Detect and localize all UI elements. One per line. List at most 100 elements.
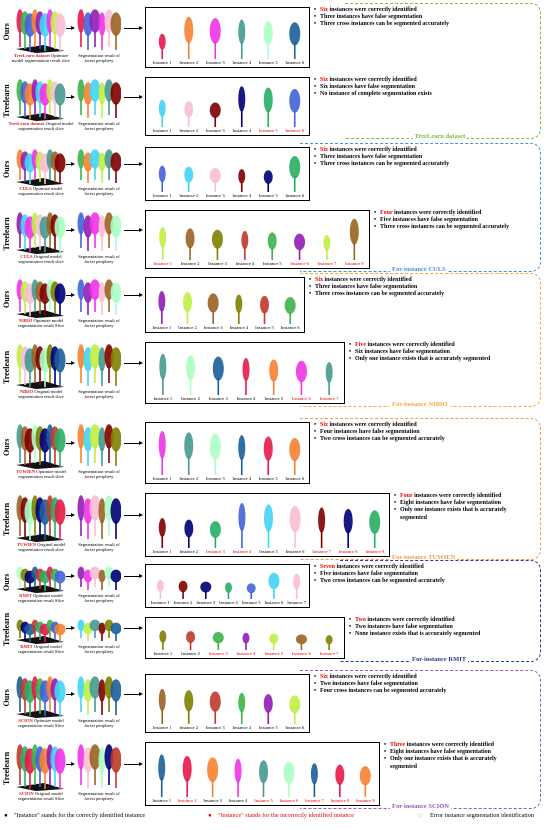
legend-correct-dot: ●: [4, 812, 8, 819]
note-item: Two instances were correctly identified: [349, 617, 514, 624]
instance-label: Instance 3: [203, 798, 222, 803]
dataset-name: TreeLearn dataset: [8, 121, 45, 126]
instance-label: Instance 5: [258, 725, 278, 730]
tree-point-cloud: [98, 282, 106, 315]
tree-point-cloud: [54, 216, 66, 252]
tree-point-cloud: [158, 430, 166, 475]
caption-text: Original model segmentation result Slice: [17, 791, 65, 802]
caption-text: Original model segmentation result Slice: [17, 644, 65, 655]
periphery-caption: Segmentation result of forest periphery: [78, 318, 120, 329]
tree-point-cloud: [186, 631, 196, 650]
note-item: Three instances have false segmentation: [309, 284, 514, 291]
caption-text: Optimize model segmentation result slice: [18, 469, 67, 480]
tree-point-cloud: [110, 498, 122, 539]
tree-point-cloud: [349, 218, 359, 260]
instance-label: Instance 5: [259, 549, 278, 554]
forest-slice-image: [14, 565, 66, 593]
instance-label: Instance 4: [236, 651, 256, 656]
note-count: Four: [400, 493, 413, 499]
tree-point-cloud: [263, 87, 273, 127]
tree-point-cloud: [207, 293, 219, 324]
tree-point-cloud: [359, 766, 371, 797]
periphery-caption: Segmentation result of forest periphery: [78, 791, 120, 802]
instance-label: Instance 5: [262, 261, 282, 266]
dataset-name: RMIT: [19, 593, 32, 598]
note-item: Six instances were correctly identified: [314, 77, 514, 84]
tree-point-cloud: [259, 760, 268, 797]
instance-label: Instance 8: [330, 798, 350, 803]
note-item: Three instances were correctly identifie…: [384, 742, 514, 749]
instance-label: Instance 5: [258, 128, 278, 133]
instance-label: Instance 3: [205, 725, 225, 730]
instance-label: Instance 2: [181, 651, 200, 656]
instance-label: Instance 2: [179, 725, 199, 730]
instance-label: Instance 8: [338, 549, 358, 554]
note-text: Only one instance exists that is accurat…: [400, 507, 507, 521]
tree-point-cloud: [325, 362, 333, 395]
note-count: Seven: [320, 564, 335, 570]
tree-point-cloud: [184, 519, 194, 548]
tree-point-cloud: [289, 695, 301, 724]
arrow-icon: [124, 513, 143, 517]
tree-point-cloud: [238, 86, 246, 127]
group-bracket: [300, 670, 541, 809]
slice-caption: TreeLearn dataset Optimize model segment…: [8, 53, 74, 63]
tree-point-cloud: [263, 436, 273, 475]
tree-point-cloud: [235, 294, 243, 324]
tree-point-cloud: [183, 292, 192, 324]
tree-point-cloud: [98, 152, 106, 183]
tree-point-cloud: [89, 424, 101, 463]
tree-point-cloud: [200, 581, 212, 599]
caption-text: Optimize model segmentation result slice: [18, 186, 64, 197]
tree-point-cloud: [212, 356, 224, 395]
result-notes: Four instances were correctly identified…: [374, 210, 514, 232]
caption-text: Original model segmentation result slice: [18, 389, 64, 400]
note-item: Eight instances have false segmentation: [384, 749, 514, 756]
tree-point-cloud: [110, 347, 122, 386]
tree-point-cloud: [77, 676, 85, 712]
note-text: instances were correctly identified: [323, 277, 412, 283]
tree-point-cloud: [158, 754, 166, 797]
instance-label: Instance 4: [228, 798, 248, 803]
tree-point-cloud: [289, 155, 301, 192]
instance-label: Instance 5: [264, 396, 284, 401]
instance-label: Instance 6: [285, 193, 305, 198]
tree-point-cloud: [184, 166, 194, 192]
instance-label: Instance 6: [264, 600, 284, 605]
note-item: Four cross instances can be segmented ac…: [314, 688, 514, 695]
slice-caption: CULS Optimize model segmentation result …: [8, 186, 74, 196]
forest-slice-image: [14, 618, 66, 644]
note-count: Two: [355, 617, 366, 623]
instance-label: Instance 5: [264, 651, 284, 656]
note-text: Three cross instances can be segmented a…: [320, 161, 450, 168]
group-label: For-instance NIBIO: [390, 401, 450, 408]
tree-point-cloud: [77, 212, 85, 248]
instance-label: Instance 7: [305, 798, 324, 803]
instance-label: Instance 3: [203, 325, 223, 330]
instance-label: Instance 1: [152, 798, 172, 803]
note-item: Six instances were correctly identified: [314, 147, 514, 154]
arrow-icon: [66, 293, 75, 297]
note-item: Six instances were correctly identified: [309, 277, 514, 284]
tree-point-cloud: [263, 20, 273, 59]
instance-label: Instance 4: [232, 193, 252, 198]
tree-point-cloud: [207, 757, 219, 797]
instance-label: Instance 4: [232, 476, 252, 481]
instance-label: Instance 3: [206, 549, 225, 554]
instance-label: Instance 5: [241, 600, 261, 605]
dataset-name: NIBIO: [19, 389, 34, 394]
tree-point-cloud: [77, 149, 85, 180]
tree-point-cloud: [77, 279, 85, 312]
instance-label: Instance 2: [178, 325, 197, 330]
slice-caption: NIBIO Optimize model segmentation result…: [8, 318, 74, 328]
tree-point-cloud: [110, 622, 122, 641]
periphery-caption: Segmentation result of forest periphery: [78, 718, 120, 729]
legend-incorrect: "Instance" stands for the incorrectly id…: [218, 812, 354, 819]
group-label: For-instance RMIT: [410, 656, 469, 663]
result-notes: Two instances were correctly identifiedT…: [349, 617, 514, 639]
group-label: For-instance CULS: [390, 266, 448, 273]
